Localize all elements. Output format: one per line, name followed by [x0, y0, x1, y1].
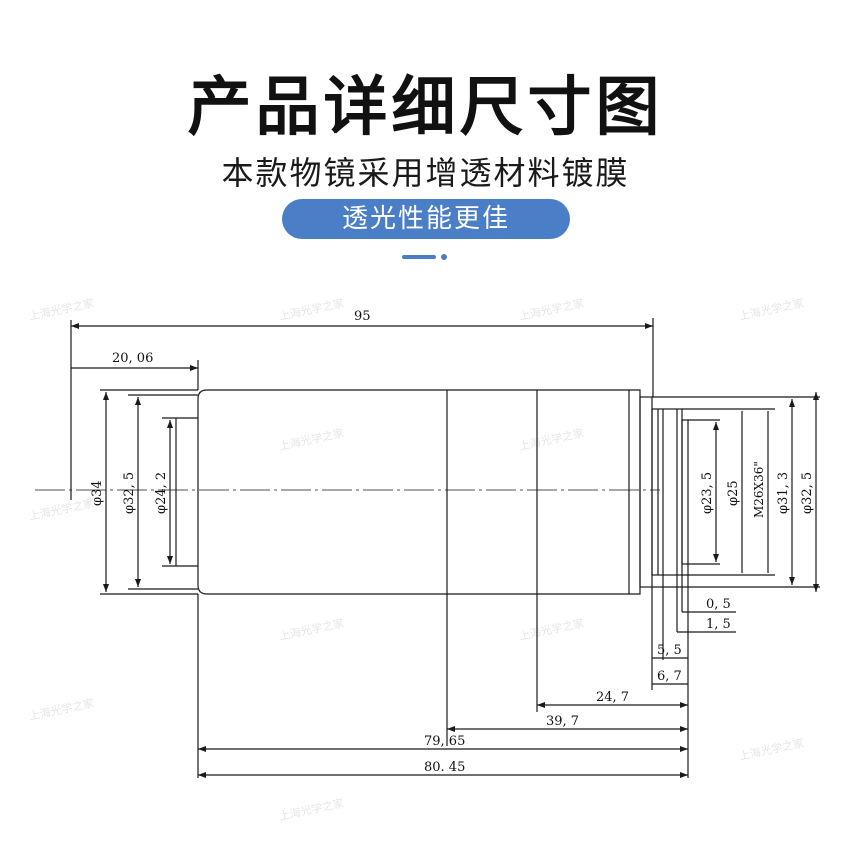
arrowhead: [680, 772, 688, 778]
arrowhead: [680, 746, 688, 752]
page-subtitle: 本款物镜采用增透材料镀膜: [221, 154, 630, 192]
feature-badge: 透光性能更佳: [282, 199, 570, 239]
dim-label-dia-31-3: φ31, 3: [776, 472, 791, 514]
watermark: 上海光学之家: [518, 426, 585, 453]
arrowhead: [167, 556, 173, 564]
arrowhead: [190, 365, 198, 371]
arrowhead: [680, 726, 688, 732]
watermark: 上海光学之家: [738, 296, 805, 323]
dim-label-6-7: 6, 7: [657, 669, 682, 684]
arrowhead: [447, 726, 455, 732]
dim-label-dia-32-5-right: φ32, 5: [800, 472, 815, 514]
arrowhead: [713, 422, 719, 430]
arrowhead: [198, 746, 206, 752]
arrowhead: [789, 577, 795, 585]
arrowhead: [813, 584, 819, 592]
dim-label-dia-34: φ34: [90, 480, 105, 506]
page-title: 产品详细尺寸图: [187, 71, 664, 145]
arrowhead: [645, 323, 653, 329]
dim-label-front-offset: 20, 06: [112, 351, 153, 366]
watermark: 上海光学之家: [278, 796, 345, 823]
arrowhead: [198, 772, 206, 778]
arrowhead: [135, 579, 141, 587]
arrowhead: [103, 392, 109, 400]
arrowhead: [713, 554, 719, 562]
watermark: 上海光学之家: [518, 296, 585, 323]
arrowhead: [813, 392, 819, 400]
arrowhead: [71, 323, 79, 329]
dim-label-dia-25: φ25: [726, 480, 741, 506]
dim-label-total-length: 95: [354, 309, 371, 324]
barrel-body: [197, 389, 641, 595]
dim-label-dia-24-2: φ24, 2: [154, 472, 169, 514]
watermark: 上海光学之家: [738, 736, 805, 763]
dim-label-5-5: 5, 5: [657, 643, 682, 658]
arrowhead: [135, 397, 141, 405]
watermark: 上海光学之家: [278, 426, 345, 453]
decorative-dot: [441, 254, 447, 260]
flange: [639, 396, 653, 588]
dim-label-24-7: 24, 7: [596, 690, 629, 705]
watermark: 上海光学之家: [278, 616, 345, 643]
watermark: 上海光学之家: [518, 616, 585, 643]
watermark: 上海光学之家: [28, 496, 95, 523]
dim-label-39-7: 39, 7: [546, 714, 579, 729]
dim-label-0-5: 0, 5: [706, 597, 731, 612]
dim-label-79-65: 79, 65: [424, 734, 465, 749]
watermark: 上海光学之家: [28, 296, 95, 323]
dim-label-dia-32-5-left: φ32, 5: [122, 472, 137, 514]
dim-label-1-5: 1, 5: [706, 617, 731, 632]
front-step: [681, 419, 689, 565]
dim-label-80-45: 80. 45: [424, 760, 465, 775]
arrowhead: [537, 702, 545, 708]
arrowhead: [167, 420, 173, 428]
dim-label-dia-23-5: φ23, 5: [700, 472, 715, 514]
watermark: 上海光学之家: [28, 696, 95, 723]
dim-label-thread: M26X36": [752, 461, 766, 518]
watermark: 上海光学之家: [278, 296, 345, 323]
arrowheads: [71, 323, 819, 778]
decorative-dash: [402, 255, 436, 259]
arrowhead: [103, 584, 109, 592]
arrowhead: [789, 399, 795, 407]
arrowhead: [680, 702, 688, 708]
